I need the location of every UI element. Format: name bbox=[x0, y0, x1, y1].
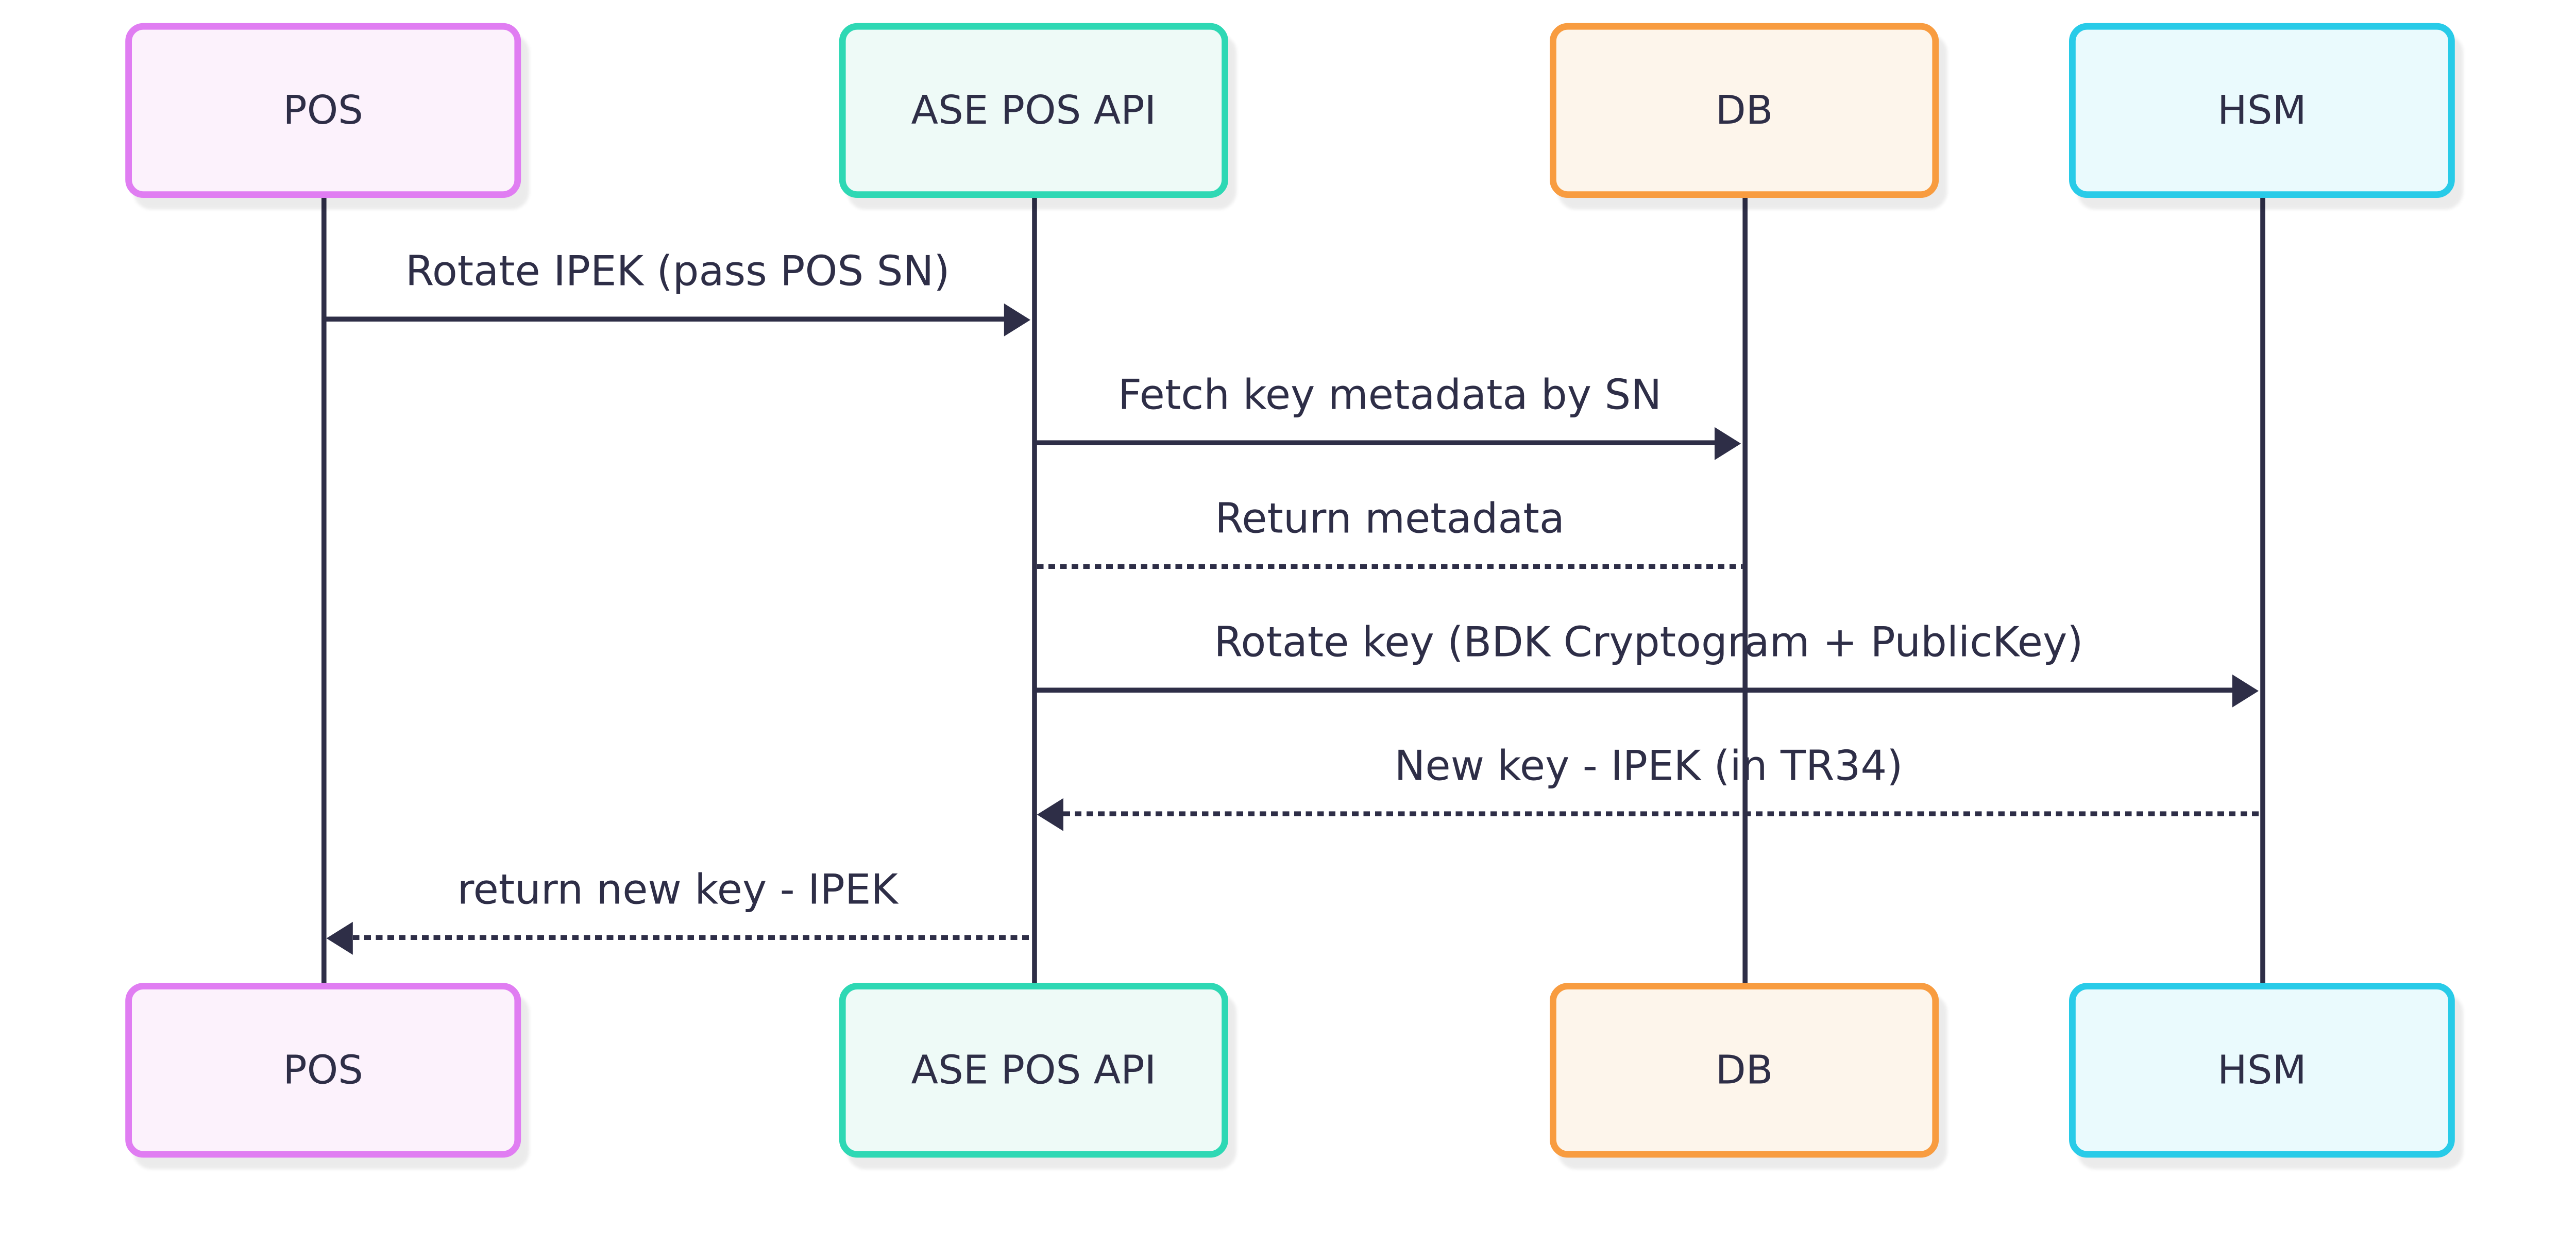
message-line-2 bbox=[1033, 440, 1717, 445]
actor-label: ASE POS API bbox=[911, 1047, 1157, 1094]
message-label-rotate-key: Rotate key (BDK Cryptogram + PublicKey) bbox=[1214, 618, 2083, 666]
message-label-rotate-ipek: Rotate IPEK (pass POS SN) bbox=[405, 247, 950, 295]
arrowhead-right-icon bbox=[2232, 674, 2259, 708]
message-line-1 bbox=[323, 316, 1006, 322]
actor-box-db-top: DB bbox=[1550, 23, 1939, 198]
actor-box-ase-pos-api-bottom: ASE POS API bbox=[839, 983, 1228, 1158]
actor-label: POS bbox=[283, 87, 363, 134]
actor-label: HSM bbox=[2217, 1047, 2307, 1094]
message-line-5 bbox=[1063, 811, 2261, 816]
actor-label: HSM bbox=[2217, 87, 2307, 134]
message-line-3 bbox=[1037, 564, 1743, 569]
message-label-return-new-key: return new key - IPEK bbox=[457, 866, 898, 914]
actor-box-db-bottom: DB bbox=[1550, 983, 1939, 1158]
actor-label: DB bbox=[1715, 1047, 1773, 1094]
actor-label: POS bbox=[283, 1047, 363, 1094]
arrowhead-right-icon bbox=[1715, 427, 1741, 460]
actor-label: DB bbox=[1715, 87, 1773, 134]
actor-box-pos-top: POS bbox=[125, 23, 521, 198]
message-label-new-key: New key - IPEK (in TR34) bbox=[1394, 742, 1903, 790]
lifeline-pos bbox=[320, 198, 326, 983]
actor-box-hsm-bottom: HSM bbox=[2069, 983, 2455, 1158]
actor-box-ase-pos-api-top: ASE POS API bbox=[839, 23, 1228, 198]
message-line-4 bbox=[1033, 687, 2234, 693]
lifeline-ase-pos-api bbox=[1031, 198, 1037, 983]
lifeline-db bbox=[1741, 198, 1747, 983]
arrowhead-right-icon bbox=[1004, 303, 1030, 337]
arrowhead-left-icon bbox=[326, 921, 353, 955]
message-label-return-metadata: Return metadata bbox=[1215, 495, 1565, 543]
message-line-6 bbox=[352, 935, 1032, 940]
actor-box-hsm-top: HSM bbox=[2069, 23, 2455, 198]
actor-box-pos-bottom: POS bbox=[125, 983, 521, 1158]
actor-label: ASE POS API bbox=[911, 87, 1157, 134]
arrowhead-left-icon bbox=[1037, 798, 1063, 831]
lifeline-hsm bbox=[2259, 198, 2265, 983]
message-label-fetch-metadata: Fetch key metadata by SN bbox=[1118, 371, 1662, 419]
